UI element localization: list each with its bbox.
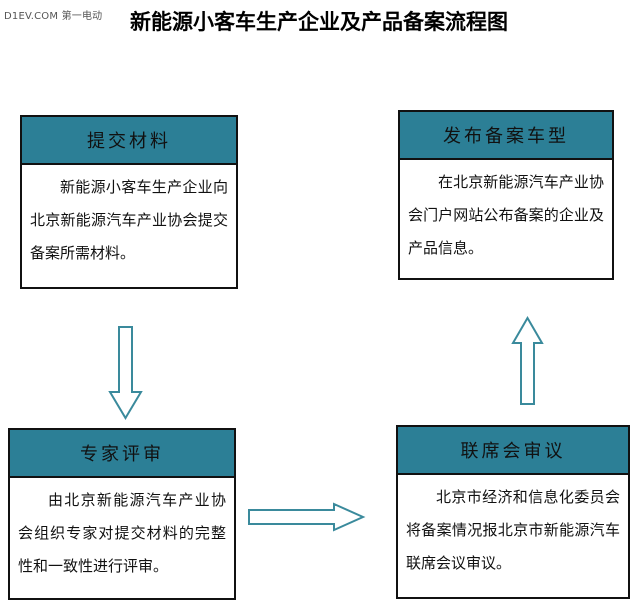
step-submit-materials: 提交材料 新能源小客车生产企业向北京新能源汽车产业协会提交备案所需材料。 bbox=[20, 115, 238, 289]
watermark: D1EV.COM 第一电动 bbox=[4, 11, 103, 22]
page-title: 新能源小客车生产企业及产品备案流程图 bbox=[130, 10, 508, 34]
step-heading: 发布备案车型 bbox=[400, 112, 612, 160]
step-heading: 联席会审议 bbox=[398, 427, 628, 475]
step-description: 在北京新能源汽车产业协会门户网站公布备案的企业及产品信息。 bbox=[408, 173, 604, 257]
step-heading: 提交材料 bbox=[22, 117, 236, 165]
arrow-right-icon bbox=[248, 502, 366, 532]
step-description: 新能源小客车生产企业向北京新能源汽车产业协会提交备案所需材料。 bbox=[30, 178, 228, 262]
step-joint-meeting-review: 联席会审议 北京市经济和信息化委员会将备案情况报北京市新能源汽车联席会议审议。 bbox=[396, 425, 630, 599]
step-expert-review: 专家评审 由北京新能源汽车产业协会组织专家对提交材料的完整性和一致性进行评审。 bbox=[8, 428, 236, 600]
step-publish-models: 发布备案车型 在北京新能源汽车产业协会门户网站公布备案的企业及产品信息。 bbox=[398, 110, 614, 280]
step-heading: 专家评审 bbox=[10, 430, 234, 478]
step-description: 北京市经济和信息化委员会将备案情况报北京市新能源汽车联席会议审议。 bbox=[406, 488, 620, 572]
arrow-down-icon bbox=[108, 326, 143, 420]
arrow-up-icon bbox=[511, 316, 544, 405]
step-description: 由北京新能源汽车产业协会组织专家对提交材料的完整性和一致性进行评审。 bbox=[18, 491, 226, 575]
